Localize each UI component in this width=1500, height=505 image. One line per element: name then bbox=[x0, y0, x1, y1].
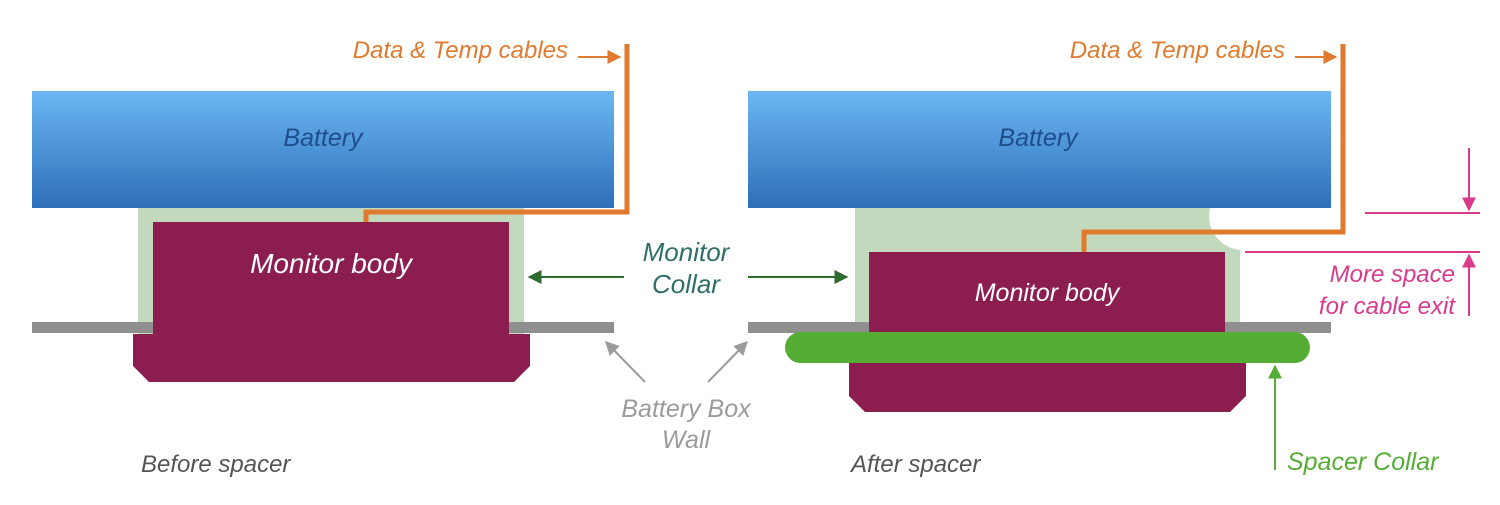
spacer-collar-label: Spacer Collar bbox=[1287, 448, 1440, 476]
monitor-body-label-right: Monitor body bbox=[975, 279, 1121, 307]
more-space-label-line2: for cable exit bbox=[1319, 293, 1456, 320]
battery-label-left: Battery bbox=[283, 124, 364, 152]
monitor-collar-label-line1: Monitor bbox=[643, 237, 731, 267]
wall-label-line1: Battery Box bbox=[621, 395, 752, 423]
wall-arrow-left bbox=[605, 340, 646, 383]
after-caption: After spacer bbox=[849, 451, 981, 478]
before-caption: Before spacer bbox=[141, 451, 291, 478]
battery-label-right: Battery bbox=[998, 124, 1079, 152]
wall-label-line2: Wall bbox=[662, 426, 712, 454]
more-space-label-line1: More space bbox=[1330, 261, 1455, 288]
spacer-collar bbox=[785, 332, 1310, 363]
monitor-body-left bbox=[133, 222, 530, 382]
monitor-collar-label-line2: Collar bbox=[652, 269, 721, 299]
battery-left bbox=[32, 91, 614, 208]
cables-label-left: Data & Temp cables bbox=[353, 37, 568, 64]
battery-right bbox=[748, 91, 1331, 208]
cable-left bbox=[363, 44, 630, 222]
before-diagram: Data & Temp cables Battery Monitor body … bbox=[32, 37, 630, 478]
center-labels: Monitor Collar Battery Box Wall bbox=[527, 237, 849, 454]
monitor-body-label-left: Monitor body bbox=[250, 248, 414, 279]
cables-label-right: Data & Temp cables bbox=[1070, 37, 1285, 64]
cable-right bbox=[1081, 44, 1346, 252]
after-diagram: Data & Temp cables Battery Monitor body … bbox=[748, 37, 1480, 478]
wall-arrow-right bbox=[707, 340, 748, 383]
